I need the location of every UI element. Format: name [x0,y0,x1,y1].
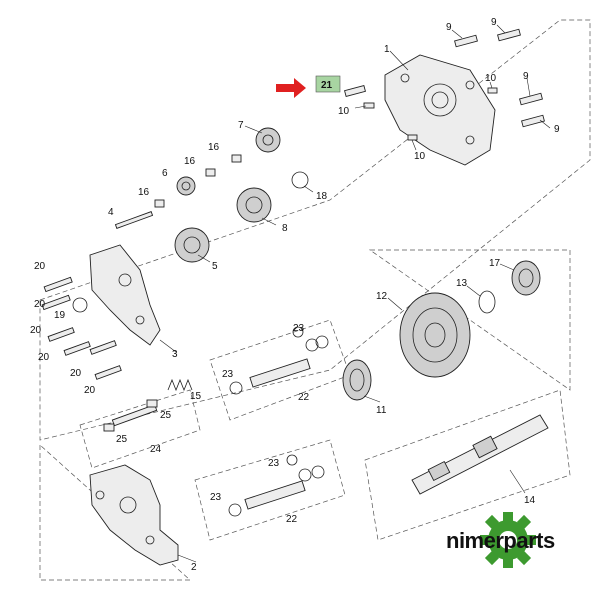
callout-23: 23 [222,369,234,380]
callout-16: 16 [184,156,196,167]
callout-13: 13 [456,278,468,289]
callout-23: 23 [210,492,222,503]
bearing-17 [511,260,541,296]
callout-25: 25 [116,434,128,445]
brand-logo-text: nimerparts [446,528,555,553]
callout-14: 14 [524,495,536,506]
callout-12: 12 [376,291,388,302]
callout-9: 9 [446,22,452,33]
callout-8: 8 [282,223,288,234]
callout-10: 10 [414,151,426,162]
ring-19 [72,297,88,313]
callout-labels: 1 9 9 9 9 10 10 10 21 7 16 16 16 6 4 8 1… [30,17,560,573]
shaft-assembly-22-lower [228,454,325,517]
bolt-21 [344,84,366,98]
callout-25: 25 [160,410,172,421]
gear-8 [236,187,272,223]
shaft-14 [411,414,549,495]
part-cover-plate-3 [89,244,161,346]
callout-16: 16 [208,142,220,153]
callout-16: 16 [138,187,150,198]
gear-5 [174,227,210,263]
callout-5: 5 [212,261,218,272]
gear-12 [399,292,471,378]
highlight-label-bg [315,75,341,93]
gear-7 [255,127,281,153]
callout-4: 4 [108,207,114,218]
shaft-assembly-22-upper [229,326,329,395]
callout-20: 20 [30,325,42,336]
leader-lines [159,24,551,563]
pin-4 [114,211,154,229]
callout-24: 24 [150,444,162,455]
callout-20: 20 [34,299,46,310]
callout-9: 9 [523,71,529,82]
spring-15 [167,378,193,392]
callout-2: 2 [191,562,197,573]
callout-9: 9 [554,124,560,135]
callout-10: 10 [338,106,350,117]
ring-18 [291,171,309,189]
callout-20: 20 [34,261,46,272]
bolts-20 [41,276,122,380]
bearing-11 [342,359,372,401]
highlight-arrow-icon [276,78,306,98]
callout-10: 10 [485,73,497,84]
callout-18: 18 [316,191,328,202]
callout-23: 23 [268,458,280,469]
callout-11: 11 [376,405,387,416]
part-housing [384,54,496,166]
callout-1: 1 [384,44,390,55]
callout-21: 21 [321,80,333,91]
callout-9: 9 [491,17,497,28]
gear-6 [176,176,196,196]
bushings-16 [154,154,242,208]
callout-22: 22 [286,514,298,525]
callout-22: 22 [298,392,310,403]
callout-20: 20 [70,368,82,379]
part-lower-housing-2 [89,464,179,566]
callout-17: 17 [489,258,501,269]
bolts-9 [454,28,545,128]
callout-7: 7 [238,120,244,131]
logo-gear-icon [480,512,536,568]
callout-19: 19 [54,310,66,321]
callout-20: 20 [38,352,50,363]
callout-3: 3 [172,349,178,360]
callout-6: 6 [162,168,168,179]
ring-13 [478,290,496,314]
pins-10 [363,87,498,141]
callout-15: 15 [190,391,202,402]
callout-20: 20 [84,385,96,396]
callout-23: 23 [293,323,305,334]
pin-assembly-24 [103,399,158,432]
